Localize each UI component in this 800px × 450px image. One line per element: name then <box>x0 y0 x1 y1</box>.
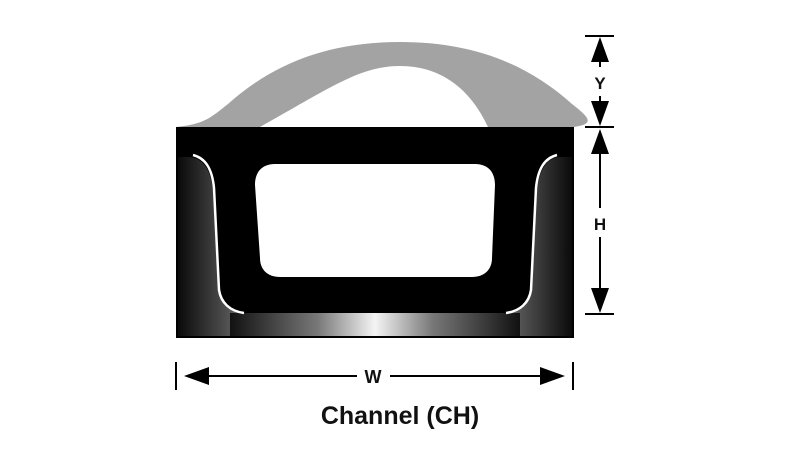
diagram-caption: Channel (CH) <box>320 402 480 430</box>
dimension-h <box>585 129 614 315</box>
dimension-y <box>585 35 614 128</box>
inner-cavity <box>255 164 495 277</box>
bottom-shading <box>230 313 520 336</box>
dimension-h-label: H <box>594 215 606 234</box>
bulb-arch <box>176 42 588 127</box>
dimension-y-label: Y <box>594 74 606 93</box>
right-wall-shading <box>505 156 572 336</box>
left-highlight <box>192 153 245 315</box>
dimension-w <box>175 362 574 390</box>
left-wall-shading <box>178 156 245 336</box>
dimension-w-label: W <box>365 367 382 387</box>
right-highlight <box>505 153 558 315</box>
